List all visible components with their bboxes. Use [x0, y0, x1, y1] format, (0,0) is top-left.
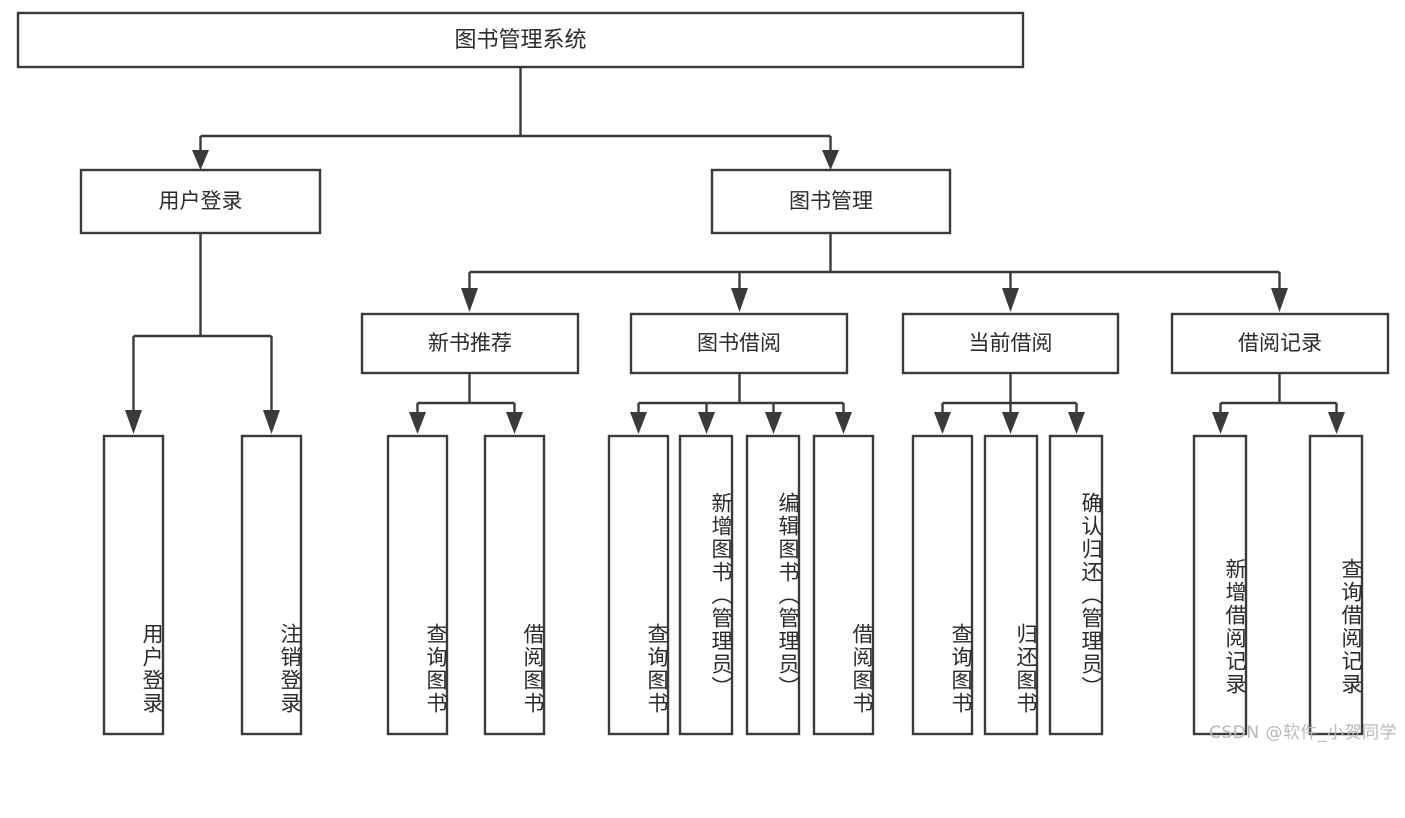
arrow-head-leaf-borrow-book-1: [506, 412, 523, 434]
node-book-manage-rect[interactable]: [710, 168, 952, 235]
node-book-borrow-rect[interactable]: [629, 312, 849, 375]
connector-group-root-to-level2: [192, 67, 839, 170]
connector-group-book-manage-to-level3: [461, 233, 1288, 312]
arrow-head-book-manage: [822, 150, 839, 170]
leaf-borrow-book-1-rect[interactable]: [483, 434, 546, 736]
arrow-head-leaf-query-book-2: [630, 412, 647, 434]
node-borrow-record[interactable]: 借阅记录: [1170, 312, 1390, 375]
arrow-head-leaf-query-record: [1328, 412, 1345, 434]
arrow-head-leaf-query-book-1: [409, 412, 426, 434]
node-root[interactable]: 图书管理系统: [16, 11, 1025, 69]
connector-group-new-book-rec-leaves: [409, 373, 523, 434]
connector-group-user-login-leaves: [125, 233, 280, 434]
connector-group-current-borrow-leaves: [934, 373, 1085, 434]
leaf-query-book-3-rect[interactable]: [911, 434, 974, 736]
arrow-head-borrow-record: [1271, 288, 1288, 312]
leaf-add-record-rect[interactable]: [1192, 434, 1248, 736]
node-current-borrow-label: 当前借阅: [969, 331, 1053, 355]
node-user-login-rect[interactable]: [79, 168, 322, 235]
leaf-confirm-return-rect[interactable]: [1048, 434, 1104, 736]
node-user-login-label: 用户登录: [159, 189, 243, 213]
arrow-head-leaf-borrow-book-2: [835, 412, 852, 434]
node-book-manage[interactable]: 图书管理: [710, 168, 952, 235]
leaf-add-book-rect[interactable]: [678, 434, 734, 736]
leaf-user-login-rect[interactable]: [102, 434, 165, 736]
node-borrow-record-rect[interactable]: [1170, 312, 1390, 375]
arrow-head-leaf-edit-book: [765, 412, 782, 434]
arrow-head-current-borrow: [1002, 288, 1019, 312]
leaf-return-book-rect[interactable]: [983, 434, 1039, 736]
arrow-head-leaf-return-book: [1002, 412, 1019, 434]
node-new-book-rec-rect[interactable]: [360, 312, 580, 375]
diagram-svg: 图书管理系统 用户登录 图书管理 新书推荐 图书借阅 当前借阅 借阅记录: [16, 11, 1390, 736]
node-book-borrow[interactable]: 图书借阅: [629, 312, 849, 375]
connector-group-borrow-record-leaves: [1212, 373, 1345, 434]
arrow-head-user-login: [192, 150, 209, 170]
leaf-borrow-book-2-rect[interactable]: [812, 434, 875, 736]
leaf-query-record-rect[interactable]: [1308, 434, 1364, 736]
node-book-manage-label: 图书管理: [789, 189, 873, 213]
node-user-login[interactable]: 用户登录: [79, 168, 322, 235]
node-root-rect[interactable]: [16, 11, 1025, 69]
arrow-head-leaf-confirm-return: [1068, 412, 1085, 434]
arrow-head-leaf-add-book: [698, 412, 715, 434]
leaf-edit-book-rect[interactable]: [745, 434, 801, 736]
hierarchy-diagram-canvas: 图书管理系统 用户登录 图书管理 新书推荐 图书借阅 当前借阅 借阅记录: [16, 11, 1397, 743]
csdn-watermark: CSDN @软件_小贺同学: [1209, 723, 1397, 743]
leaf-user-logout-rect[interactable]: [240, 434, 303, 736]
node-current-borrow-rect[interactable]: [901, 312, 1120, 375]
leaf-query-book-1-rect[interactable]: [386, 434, 449, 736]
leaf-box-group: [102, 434, 1364, 736]
arrow-head-leaf-add-record: [1212, 412, 1229, 434]
arrow-head-leaf-user-logout: [263, 410, 280, 434]
node-root-label: 图书管理系统: [454, 28, 586, 53]
arrow-head-book-borrow: [731, 288, 748, 312]
arrow-head-leaf-user-login: [125, 410, 142, 434]
arrow-head-leaf-query-book-3: [934, 412, 951, 434]
node-borrow-record-label: 借阅记录: [1238, 331, 1322, 355]
node-new-book-rec-label: 新书推荐: [428, 331, 512, 355]
arrow-head-new-book-rec: [461, 288, 478, 312]
node-current-borrow[interactable]: 当前借阅: [901, 312, 1120, 375]
leaf-query-book-2-rect[interactable]: [607, 434, 670, 736]
node-book-borrow-label: 图书借阅: [697, 331, 781, 355]
node-new-book-rec[interactable]: 新书推荐: [360, 312, 580, 375]
connector-group-book-borrow-leaves: [630, 373, 852, 434]
